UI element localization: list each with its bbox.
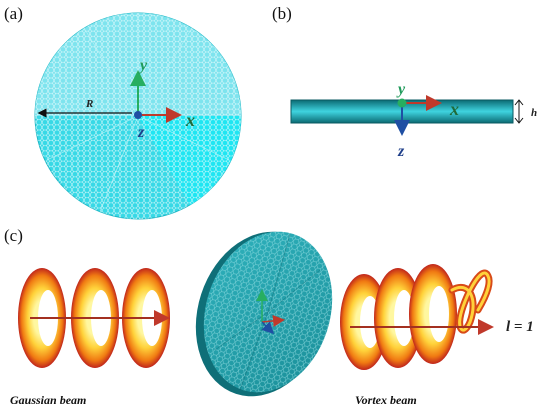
y-axis-dot-b <box>397 98 407 108</box>
panel-b: (b) h y x z <box>272 4 537 160</box>
radius-label: R <box>85 98 93 110</box>
y-axis-label: y <box>138 57 148 74</box>
metasurface-disk-perspective <box>195 231 333 397</box>
vortex-beam-label: Vortex beam <box>355 393 417 407</box>
z-axis-label: z <box>137 124 145 141</box>
x-axis-label: x <box>185 110 195 130</box>
gaussian-beam: Gaussian beam <box>10 268 170 407</box>
thickness-label: h <box>531 107 537 119</box>
panel-c-label: (c) <box>4 226 23 245</box>
z-axis-label-b: z <box>397 143 405 160</box>
panel-c: (c) Gaussian beam <box>4 226 534 407</box>
panel-b-label: (b) <box>272 4 292 23</box>
panel-a-label: (a) <box>4 4 23 23</box>
gaussian-beam-label: Gaussian beam <box>10 393 86 407</box>
topological-charge-label: l = 1 <box>506 319 534 335</box>
vortex-helix <box>340 264 493 370</box>
disk-z-axis <box>261 321 275 335</box>
z-axis-dot <box>134 111 142 119</box>
x-axis-label-b: x <box>449 99 459 119</box>
vortex-beam: l = 1 Vortex beam <box>340 264 534 407</box>
y-axis-label-b: y <box>396 81 406 98</box>
panel-a: (a) R y x z <box>4 4 242 220</box>
